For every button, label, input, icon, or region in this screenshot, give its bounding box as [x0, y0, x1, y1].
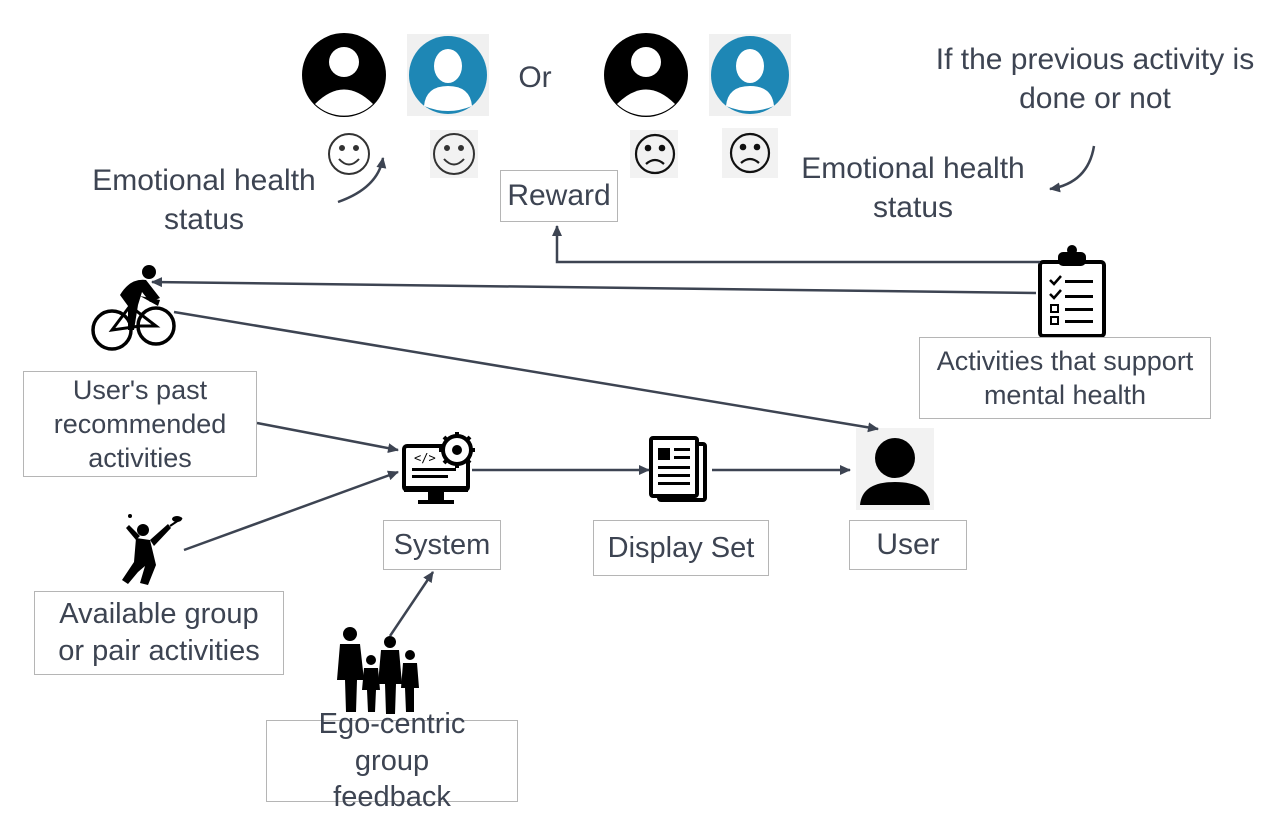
user-icon	[856, 428, 934, 510]
emotional-status-left: Emotional health status	[92, 164, 316, 236]
profile-avatar-black-2	[604, 33, 688, 117]
profile-avatar-blue-2	[709, 34, 791, 116]
clipboard-checklist-icon	[1038, 245, 1106, 338]
arrow-clipboard-to-reward	[552, 225, 1040, 264]
arrow-cyclist-to-user	[173, 310, 879, 433]
document-icon	[649, 436, 707, 502]
user-box: User	[849, 520, 967, 570]
computer-gear-icon: </>	[402, 432, 475, 504]
curved-arrow-right	[1049, 145, 1096, 193]
profile-avatar-blue-1	[407, 34, 489, 116]
family-group-icon	[337, 627, 419, 714]
svg-text:</>: </>	[414, 451, 436, 465]
display-set-box: Display Set	[593, 520, 769, 576]
past-activities-box: User's past recommended activities	[23, 371, 257, 477]
group-activities-box: Available group or pair activities	[34, 591, 284, 675]
arrow-past-to-system	[256, 421, 399, 454]
or-label: Or	[518, 61, 552, 94]
ego-feedback-box: Ego-centric group feedback	[266, 708, 518, 813]
frown-icon	[722, 128, 778, 178]
smiley-icon	[328, 133, 370, 175]
smiley-icon	[430, 130, 478, 178]
previous-activity-note: If the previous activity is done or not	[935, 43, 1255, 115]
emotional-status-right: Emotional health status	[801, 152, 1025, 224]
curved-arrow-left	[337, 157, 387, 204]
activities-support-box: Activities that support mental health	[919, 337, 1211, 419]
frown-icon	[630, 130, 678, 178]
system-box: System	[383, 520, 501, 570]
profile-avatar-black-1	[302, 33, 386, 117]
arrow-family-to-system	[388, 571, 435, 637]
reward-box: Reward	[500, 170, 618, 222]
arrow-badminton-to-system	[183, 470, 399, 552]
cyclist-icon	[91, 265, 176, 351]
arrow-clipboard-to-cyclist	[151, 277, 1037, 295]
badminton-player-icon	[122, 514, 183, 585]
